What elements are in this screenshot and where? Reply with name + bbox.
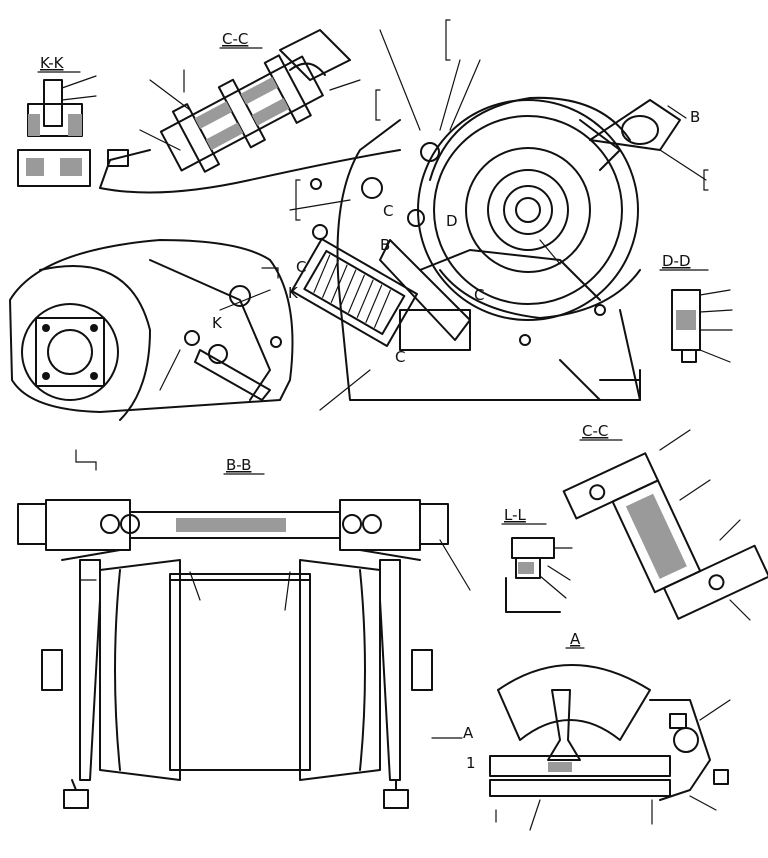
detail-d-d: D-D <box>659 252 733 363</box>
label-b-b: B-B <box>226 456 251 474</box>
marker-b-center: B <box>380 236 390 254</box>
label-a: A <box>570 630 581 648</box>
marker-one: 1 <box>466 754 476 772</box>
marker-c-3: C <box>395 348 405 366</box>
detail-a: A <box>489 630 731 831</box>
marker-k-1: K <box>288 284 299 302</box>
label-c-c-top: C-C <box>222 30 248 48</box>
marker-b-top: B <box>690 108 700 126</box>
detail-c-c-right: C-C <box>562 422 768 621</box>
marker-a-arrow: A <box>463 724 474 742</box>
marker-c-2: C <box>296 258 306 276</box>
main-brake-assembly <box>289 19 709 411</box>
detail-b-b: B-B <box>17 449 471 809</box>
detail-l-l: L-L <box>501 506 573 613</box>
label-c-c-right: C-C <box>582 422 608 440</box>
label-k-k: K-K <box>40 54 65 72</box>
detail-k-k: K-K <box>17 54 97 187</box>
label-l-l: L-L <box>504 506 527 524</box>
side-assembly-view <box>9 239 294 421</box>
marker-d: D <box>446 212 458 230</box>
label-d-d: D-D <box>662 252 691 270</box>
marker-c-1: C <box>383 202 393 220</box>
detail-c-c-top: C-C <box>99 29 401 194</box>
marker-c-center: C <box>474 286 484 304</box>
marker-k-2: K <box>212 314 223 332</box>
